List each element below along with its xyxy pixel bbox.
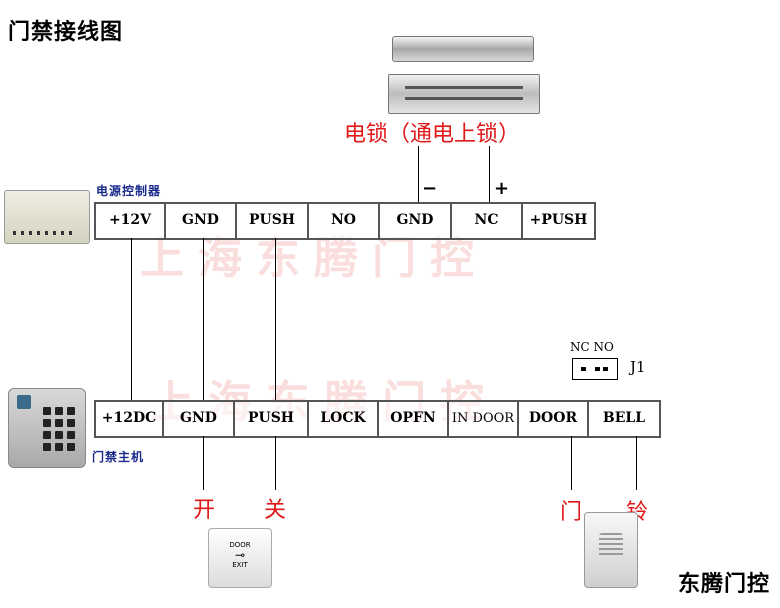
terminal-access-in-door: IN DOOR [447,400,519,438]
terminal-access-gnd: GND [162,400,235,438]
jumper-j1 [572,358,618,380]
terminal-access-lock: LOCK [307,400,379,438]
wire-exit-push [275,436,276,490]
wire-bell [636,436,637,490]
wire-push [275,238,276,402]
terminal-power-12v: +12V [94,202,166,240]
wire-gnd [203,238,204,402]
watermark-top: 上海东腾门控 [140,233,488,284]
terminal-power-plus-push: +PUSH [521,202,596,240]
lock-label: 电锁（通电上锁） [344,122,521,147]
lock-minus-wire [418,146,419,202]
diagram-title: 门禁接线图 [8,20,124,45]
terminal-power-gnd: GND [164,202,237,240]
exit-button-image: DOOR ⊸ EXIT [208,528,272,588]
power-controller-terminal-strip: +12V GND PUSH NO GND NC +PUSH [94,202,596,240]
terminal-access-bell: BELL [587,400,661,438]
wire-door [571,436,572,490]
wire-exit-gnd [203,436,204,490]
terminal-power-push: PUSH [235,202,309,240]
keypad-image [8,388,86,468]
exit-label-open: 开 [193,498,216,523]
lock-plate-image [388,74,540,114]
access-controller-terminal-strip: +12DC GND PUSH LOCK OPFN IN DOOR DOOR BE… [94,400,661,438]
terminal-power-nc: NC [450,202,523,240]
terminal-power-no: NO [307,202,380,240]
terminal-access-push: PUSH [233,400,309,438]
wire-12v [131,238,132,402]
terminal-power-gnd-2: GND [378,202,452,240]
electric-lock-image [392,36,534,62]
lock-plus-sign: + [494,178,510,199]
doorbell-image [584,512,638,588]
jumper-label: J1 [630,358,646,376]
terminal-access-door: DOOR [517,400,589,438]
access-controller-label: 门禁主机 [92,450,145,464]
exit-label-close: 关 [264,498,287,523]
lock-minus-sign: − [422,178,438,199]
brand-label: 东腾门控 [677,572,770,597]
power-supply-image [4,190,90,244]
jumper-pins-label: NC NO [570,340,614,354]
power-controller-label: 电源控制器 [96,184,162,198]
terminal-access-opfn: OPFN [377,400,449,438]
lock-plus-wire [489,146,490,202]
terminal-access-12dc: +12DC [94,400,164,438]
door-label: 门 [560,500,583,525]
